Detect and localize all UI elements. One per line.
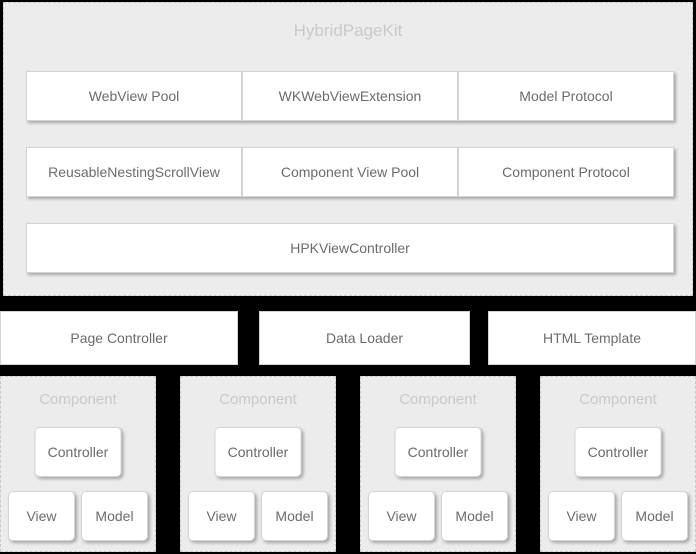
component-title: Component <box>579 391 657 408</box>
component-title: Component <box>219 391 297 408</box>
component-view-model-wrap: View Model <box>188 491 328 541</box>
framework-box-reusablenestingscrollview[interactable]: ReusableNestingScrollView <box>26 147 242 197</box>
component-model-box[interactable]: Model <box>261 491 328 541</box>
service-box-page-controller[interactable]: Page Controller <box>0 311 238 365</box>
component-controller-box[interactable]: Controller <box>394 427 482 477</box>
component-panel: Component Controller View Model <box>540 376 696 552</box>
component-view-box[interactable]: View <box>188 491 255 541</box>
component-controller-box[interactable]: Controller <box>574 427 662 477</box>
component-view-box[interactable]: View <box>8 491 75 541</box>
framework-panel: HybridPageKit WebView Pool WKWebViewExte… <box>3 2 693 296</box>
framework-box-hpkviewcontroller[interactable]: HPKViewController <box>26 223 674 273</box>
component-view-model-wrap: View Model <box>368 491 508 541</box>
component-view-box[interactable]: View <box>548 491 615 541</box>
component-controller-box[interactable]: Controller <box>214 427 302 477</box>
component-model-box[interactable]: Model <box>81 491 148 541</box>
framework-row-3: HPKViewController <box>26 223 674 273</box>
framework-box-webview-pool[interactable]: WebView Pool <box>26 71 242 121</box>
component-panel: Component Controller View Model <box>0 376 156 552</box>
component-model-box[interactable]: Model <box>621 491 688 541</box>
component-view-model-wrap: View Model <box>8 491 148 541</box>
framework-box-model-protocol[interactable]: Model Protocol <box>458 71 674 121</box>
component-model-box[interactable]: Model <box>441 491 508 541</box>
component-view-box[interactable]: View <box>368 491 435 541</box>
framework-box-component-protocol[interactable]: Component Protocol <box>458 147 674 197</box>
components-row: Component Controller View Model Componen… <box>0 376 696 554</box>
component-view-model-wrap: View Model <box>548 491 688 541</box>
framework-row-1: WebView Pool WKWebViewExtension Model Pr… <box>26 71 674 121</box>
component-controller-box[interactable]: Controller <box>34 427 122 477</box>
framework-box-component-view-pool[interactable]: Component View Pool <box>242 147 458 197</box>
service-box-html-template[interactable]: HTML Template <box>488 311 696 365</box>
service-row: Page Controller Data Loader HTML Templat… <box>0 311 696 365</box>
framework-title: HybridPageKit <box>293 21 403 40</box>
component-title: Component <box>39 391 117 408</box>
service-box-data-loader[interactable]: Data Loader <box>259 311 470 365</box>
framework-row-2: ReusableNestingScrollView Component View… <box>26 147 674 197</box>
component-title: Component <box>399 391 477 408</box>
framework-box-wkwebviewextension[interactable]: WKWebViewExtension <box>242 71 458 121</box>
component-panel: Component Controller View Model <box>180 376 336 552</box>
component-panel: Component Controller View Model <box>360 376 516 552</box>
